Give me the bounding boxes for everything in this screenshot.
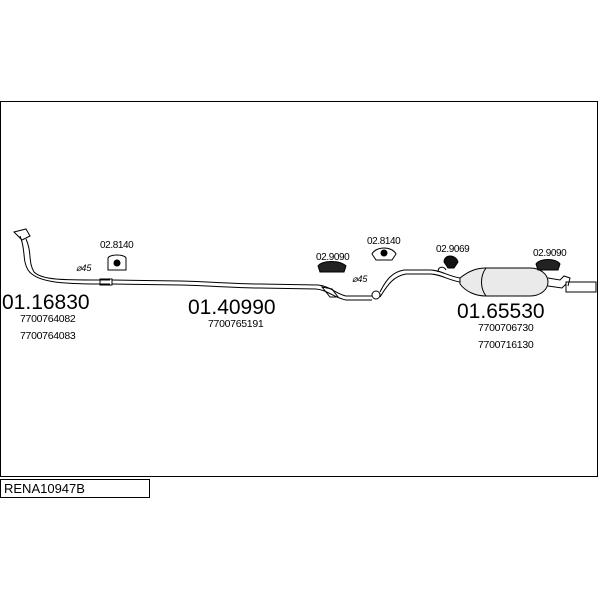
diameter-label-front: ⌀45 [76,263,92,273]
diameter-label-rear: ⌀45 [352,274,368,284]
oem-number: 7700706730 [478,322,534,334]
rear-silencer [379,267,597,298]
oem-number: 7700764082 [20,313,76,325]
part-number: 01.16830 [2,291,90,314]
oem-number: 7700764083 [20,330,76,342]
accessory-label: 02.8140 [100,240,134,251]
hanger-02-9090-b [535,259,561,271]
oem-number: 7700765191 [208,318,264,330]
clamp-02-8140-a [107,254,127,271]
accessory-label: 02.9090 [316,252,350,263]
accessory-label: 02.8140 [367,236,401,247]
oem-number: 7700716130 [478,339,534,351]
clamp-02-8140-b [371,247,397,261]
accessory-label: 02.9069 [436,244,470,255]
hanger-02-9090-a [317,261,347,273]
part-number: 01.40990 [188,296,276,319]
middle-pipe [111,279,381,301]
reference-code: RENA10947B [0,479,150,498]
front-pipe [13,228,113,286]
diagram-frame [0,101,598,477]
hanger-02-9069 [437,255,459,273]
accessory-label: 02.9090 [533,248,567,259]
part-number: 01.65530 [457,300,545,323]
